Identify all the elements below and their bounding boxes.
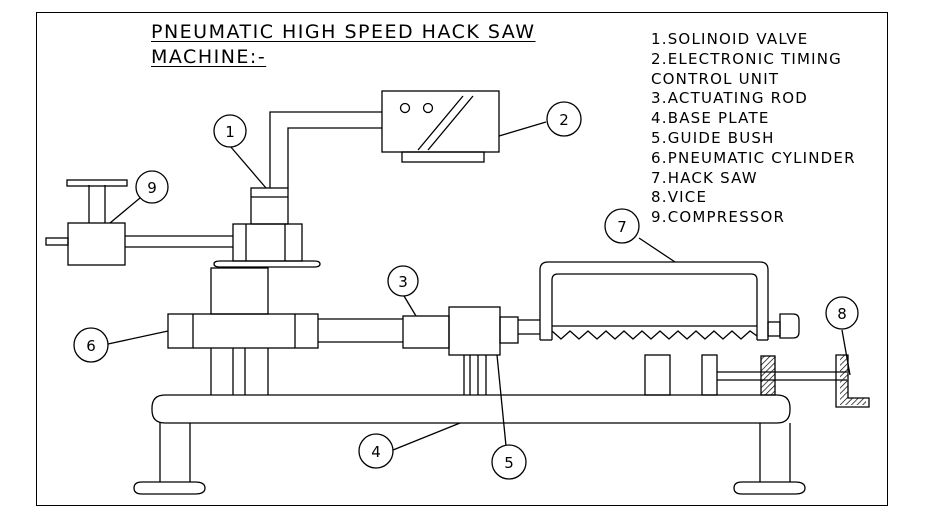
base-plate [151,394,791,424]
guide-bush [448,306,540,395]
callout-3-label: 3 [398,273,408,291]
callout-1-label: 1 [225,123,235,141]
callout-2-label: 2 [559,111,569,129]
callout-5: 5 [491,444,527,480]
callout-9: 9 [135,170,169,204]
drawing-border [36,12,888,506]
legend-item-4: 4.BASE PLATE [651,109,770,128]
title-line-2: MACHINE:- [151,46,267,68]
legend-item-2-cont: CONTROL UNIT [651,69,780,88]
title-line-1: PNEUMATIC HIGH SPEED HACK SAW [151,21,536,43]
callout-leaders [107,121,851,451]
actuating-rod [318,315,450,349]
callout-7: 7 [604,208,640,244]
air-pipe [269,111,382,188]
callout-3: 3 [387,265,419,297]
legend-item-3: 3.ACTUATING ROD [651,89,808,108]
callout-4-label: 4 [371,443,381,461]
legend-item-5: 5.GUIDE BUSH [651,128,775,147]
legend-item-9: 9.COMPRESSOR [651,208,786,227]
callout-8: 8 [825,296,859,330]
callout-8-label: 8 [837,305,847,323]
callout-1: 1 [213,114,247,148]
callout-6-label: 6 [86,337,96,355]
callout-5-label: 5 [504,454,514,472]
drawing-title: PNEUMATIC HIGH SPEED HACK SAW MACHINE:- [151,20,536,70]
parts-legend: 1.SOLINOID VALVE 2.ELECTRONIC TIMING CON… [651,30,856,228]
callout-2: 2 [546,101,582,137]
hack-saw [539,261,800,341]
legend-item-7: 7.HACK SAW [651,168,758,187]
callout-4: 4 [358,433,394,469]
callout-9-label: 9 [147,179,157,197]
compressor [45,179,233,266]
solenoid-valve [213,187,321,268]
base-leg-right [733,423,806,495]
legend-item-6: 6.PNEUMATIC CYLINDER [651,148,856,167]
base-leg-left [133,423,206,495]
electronic-timing-control-unit [381,90,500,163]
legend-item-1: 1.SOLINOID VALVE [651,30,809,48]
callout-6: 6 [73,327,109,363]
pneumatic-cylinder [167,267,319,395]
legend-item-8: 8.VICE [651,188,708,207]
callout-7-label: 7 [617,218,627,236]
vice [644,354,870,408]
legend-item-2: 2.ELECTRONIC TIMING [651,49,842,68]
